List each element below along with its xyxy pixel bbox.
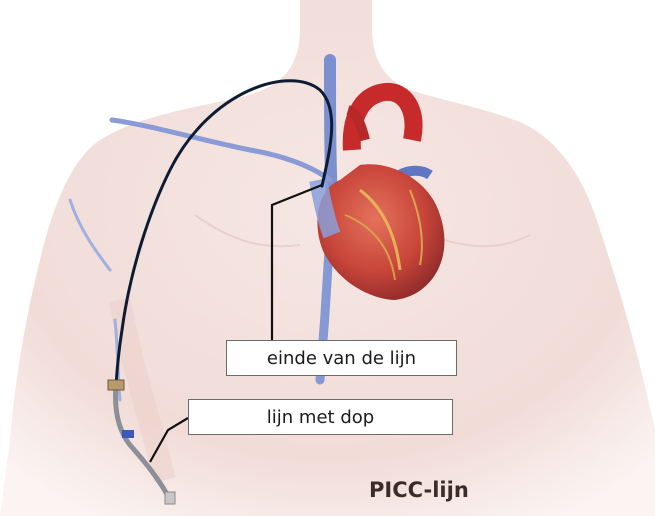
diagram-title: PICC-lijn xyxy=(369,478,469,502)
label-line-with-cap: lijn met dop xyxy=(188,399,453,435)
label-line-end: einde van de lijn xyxy=(226,340,457,376)
